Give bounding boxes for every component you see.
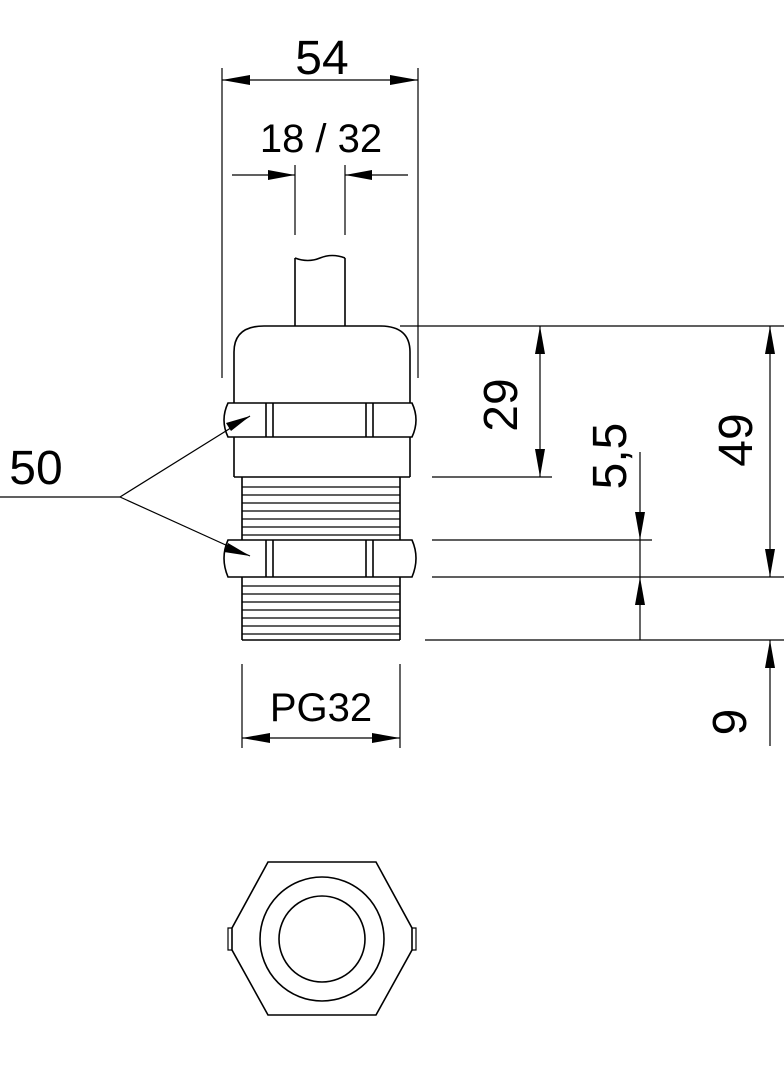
entry-thread	[241, 577, 401, 641]
cap-outer-circle	[259, 876, 385, 1002]
spanner-size-label: 50	[9, 442, 62, 495]
cable-opening-circle	[278, 895, 366, 983]
cable-range-label: 18 / 32	[260, 117, 382, 161]
upper-hex-nut	[223, 402, 417, 438]
cap-height-label: 29	[475, 378, 528, 431]
cable	[294, 254, 346, 326]
hex-outline	[231, 861, 413, 1016]
dome-cap	[233, 325, 411, 403]
dimension-cap-height: 29	[475, 326, 545, 477]
thread-length-label: 9	[704, 709, 757, 736]
locknut-height-label: 5,5	[584, 423, 637, 490]
dimension-locknut-height: 5,5	[584, 423, 645, 640]
thread-size-label: PG32	[270, 686, 372, 730]
dimension-cable-range: 18 / 32	[232, 117, 408, 235]
lock-nut	[223, 539, 417, 578]
dimension-thread-length: 9	[704, 640, 775, 746]
dimension-thread-size: PG32	[241, 664, 401, 748]
top-view	[227, 861, 417, 1016]
upper-thread	[241, 477, 401, 540]
extension-lines-right	[400, 325, 784, 641]
dimension-spanner-size: 50	[0, 415, 251, 557]
dimension-overall-width: 54	[221, 32, 419, 378]
overall-width-label: 54	[295, 32, 348, 85]
overall-height-label: 49	[710, 413, 763, 466]
dimension-overall-height: 49	[710, 326, 775, 577]
body-collar	[233, 437, 411, 478]
side-view	[223, 254, 417, 641]
